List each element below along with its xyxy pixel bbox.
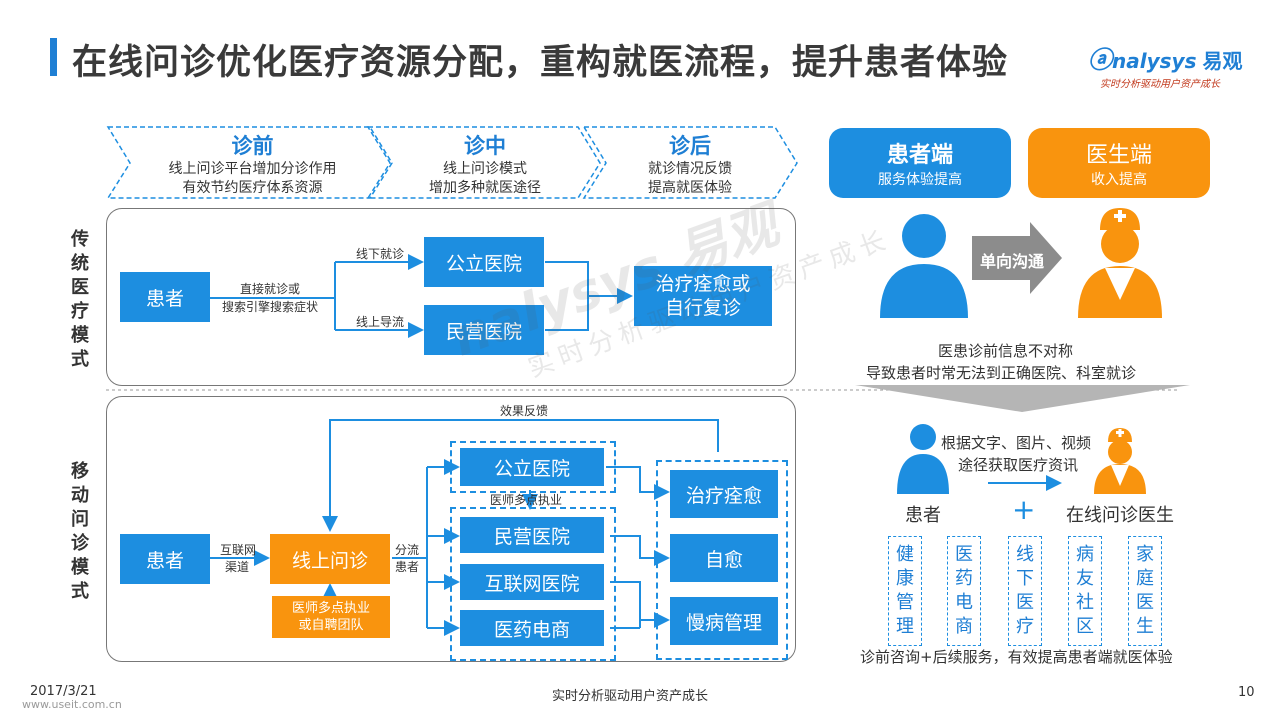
stage-chevron-post	[582, 126, 798, 199]
stage-post-line-2: 提高就医体验	[648, 180, 732, 196]
stage-pre-line-2: 有效节约医疗体系资源	[182, 180, 323, 196]
mobile-private-hospital: 民营医院	[460, 517, 604, 553]
mobile-model-frame	[106, 396, 796, 662]
outcome-self-heal: 自愈	[670, 534, 778, 582]
outcome-chronic: 慢病管理	[670, 597, 778, 645]
doctor-icon-large	[1078, 208, 1162, 318]
patient-label: 患者	[905, 505, 941, 526]
online-consult-box: 线上问诊	[270, 534, 390, 584]
outcome-line-1: 治疗痊愈或	[655, 273, 751, 295]
route-label-2: 搜索引擎搜索症状	[222, 300, 319, 314]
stage-mid: 诊中 线上问诊模式 增加多种就医途径	[395, 130, 575, 198]
service-patient-community: 病友社区	[1068, 536, 1102, 646]
doctor-icon-small	[1094, 428, 1146, 494]
mobile-patient-box: 患者	[120, 534, 210, 584]
traditional-public-hospital: 公立医院	[424, 237, 544, 287]
stage-post: 诊后 就诊情况反馈 提高就医体验	[610, 130, 770, 198]
footer-date: 2017/3/21	[30, 684, 97, 699]
page-number: 10	[1238, 685, 1255, 700]
page-title: 在线问诊优化医疗资源分配，重构就医流程，提升患者体验	[72, 43, 1009, 83]
stage-mid-line-2: 增加多种就医途径	[429, 180, 541, 196]
stage-post-title: 诊后	[669, 134, 711, 158]
service-family-doctor: 家庭医生	[1128, 536, 1162, 646]
doctor-team-box: 医师多点执业 或自聘团队	[272, 596, 390, 638]
traditional-side-label: 传统医疗模式	[71, 229, 89, 370]
stage-pre-title: 诊前	[231, 134, 274, 158]
service-health-mgmt: 健康管理	[888, 536, 922, 646]
summary-text: 诊前咨询+后续服务，有效提高患者端就医体验	[860, 648, 1173, 666]
stage-post-line-1: 就诊情况反馈	[648, 161, 732, 177]
feedback-label: 效果反馈	[500, 404, 549, 418]
traditional-private-hospital: 民营医院	[424, 305, 544, 355]
pharma-ecommerce: 医药电商	[460, 610, 604, 646]
patient-icon-large	[880, 214, 968, 318]
stage-mid-line-1: 线上问诊模式	[443, 161, 527, 177]
logo-a-mark: ⓐ	[1088, 46, 1112, 74]
doctor-side-sub: 收入提高	[1091, 172, 1147, 188]
logo-text: nalysys	[1112, 49, 1197, 73]
route-label-1: 直接就诊或	[240, 282, 301, 296]
split-label-1: 分流	[395, 543, 420, 557]
mobile-public-hospital: 公立医院	[460, 448, 604, 486]
outcome-group	[656, 460, 788, 660]
title-accent-bar	[50, 38, 57, 76]
channel-label-1: 互联网	[220, 543, 257, 557]
public-hospital-group	[450, 441, 616, 493]
doctor-team-line-2: 或自聘团队	[298, 618, 364, 633]
info-line-1: 根据文字、图片、视频	[941, 434, 1092, 452]
logo-brand: 易观	[1202, 49, 1243, 73]
service-pharma: 医药电商	[947, 536, 981, 646]
split-label-2: 患者	[395, 560, 420, 574]
other-hospital-group	[450, 507, 616, 661]
traditional-model-frame	[106, 208, 796, 386]
info-line-2: 途径获取医疗资讯	[958, 456, 1079, 474]
traditional-patient-box: 患者	[120, 272, 210, 322]
patient-side-title: 患者端	[886, 143, 953, 168]
doctor-side-title: 医生端	[1085, 143, 1152, 168]
one-way-arrow	[972, 222, 1062, 294]
doctor-team-line-1: 医师多点执业	[291, 601, 370, 616]
footer-center: 实时分析驱动用户资产成长	[552, 689, 709, 704]
internet-hospital: 互联网医院	[460, 564, 604, 600]
stage-chevron-mid	[366, 126, 601, 199]
outcome-cured: 治疗痊愈	[670, 470, 778, 518]
stage-pre-line-1: 线上问诊平台增加分诊作用	[168, 161, 337, 177]
asymmetry-line-1: 医患诊前信息不对称	[938, 342, 1074, 360]
doctor-side-card: 医生端 收入提高	[1028, 128, 1210, 198]
service-offline-care: 线下医疗	[1008, 536, 1042, 646]
stage-mid-title: 诊中	[464, 134, 506, 158]
multi-site-label: 医师多点执业	[490, 493, 563, 507]
patient-side-sub: 服务体验提高	[878, 172, 962, 188]
channel-label-2: 渠道	[225, 560, 250, 574]
plus-sign: +	[1012, 493, 1036, 526]
outcome-line-2: 自行复诊	[664, 297, 741, 319]
stage-chevron-pre	[106, 126, 393, 199]
traditional-outcome-box: 治疗痊愈或 自行复诊	[634, 266, 772, 326]
online-guide-label: 线上导流	[356, 315, 405, 329]
down-arrow	[855, 385, 1190, 412]
patient-icon-small	[897, 424, 949, 494]
patient-side-card: 患者端 服务体验提高	[829, 128, 1011, 198]
footer-site: www.useit.com.cn	[22, 698, 122, 711]
online-doctor-label: 在线问诊医生	[1066, 505, 1174, 526]
asymmetry-line-2: 导致患者时常无法到正确医院、科室就诊	[866, 364, 1137, 382]
offline-label: 线下就诊	[356, 247, 405, 261]
logo-tagline: 实时分析驱动用户资产成长	[1100, 79, 1220, 90]
mobile-side-label: 移动问诊模式	[71, 461, 89, 602]
stage-pre: 诊前 线上问诊平台增加分诊作用 有效节约医疗体系资源	[140, 130, 365, 198]
one-way-label: 单向沟通	[980, 252, 1045, 271]
